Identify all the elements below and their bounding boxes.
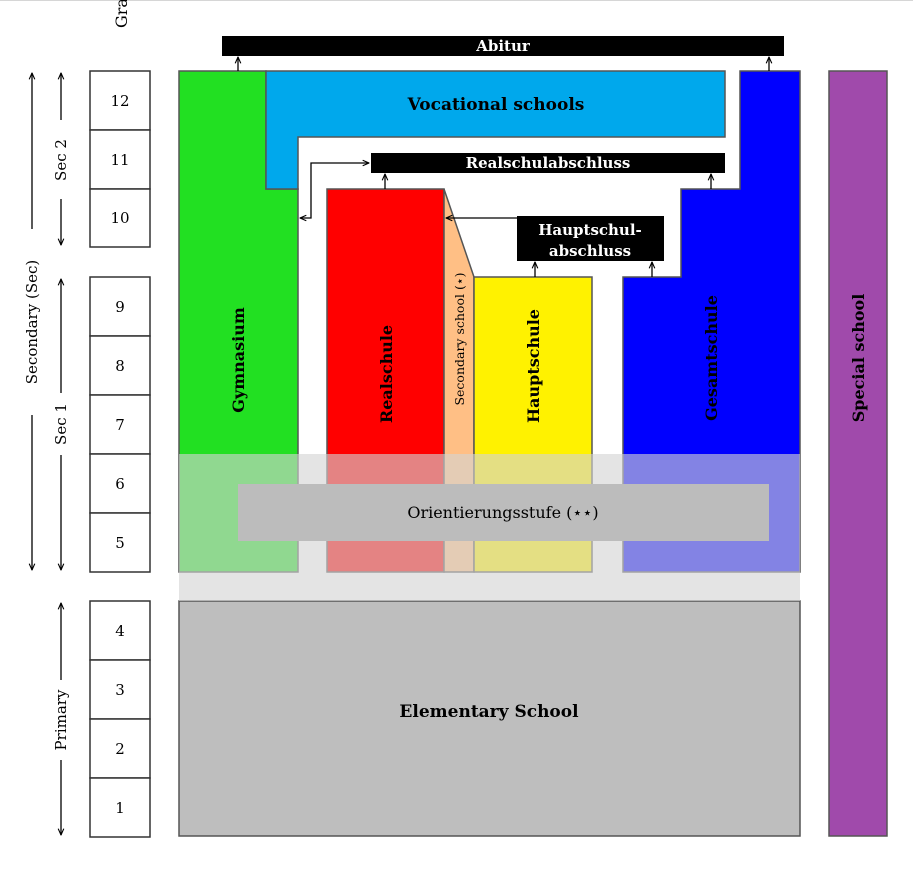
hauptschulabschluss-label-line2: abschluss — [549, 242, 631, 260]
gesamtschule-block — [622, 70, 801, 573]
grade-4: 4 — [115, 622, 125, 640]
sec2-level-label: Sec 2 — [52, 139, 70, 181]
grade-12: 12 — [110, 92, 129, 110]
abitur-bar — [222, 36, 784, 56]
grade-3: 3 — [115, 681, 125, 699]
hauptschule-label: Hauptschule — [524, 309, 543, 423]
grade-7: 7 — [115, 416, 125, 434]
orientierungsstufe-label: Orientierungsstufe (⋆⋆) — [407, 503, 598, 522]
grade-8: 8 — [115, 357, 125, 375]
grade-header: Grade — [112, 0, 131, 28]
orientierungsstufe-label-box — [238, 484, 769, 541]
elementary-school-block — [178, 600, 801, 837]
hauptschulabschluss-label-line1: Hauptschul- — [538, 221, 642, 239]
grade-9: 9 — [115, 298, 125, 316]
grade-1: 1 — [115, 799, 125, 817]
secondary-level-label: Secondary (Sec) — [23, 260, 41, 384]
grade-10: 10 — [110, 209, 129, 227]
primary-level-label: Primary — [52, 689, 70, 750]
sec1-level-label: Sec 1 — [52, 403, 70, 445]
grade-6: 6 — [115, 475, 125, 493]
grade-11: 11 — [110, 151, 129, 169]
grade-column — [89, 70, 151, 838]
realschule-label: Realschule — [377, 325, 396, 423]
realschulabschluss-label: Realschulabschluss — [466, 154, 631, 172]
gesamtschule-label: Gesamtschule — [702, 295, 721, 421]
top-divider — [0, 0, 913, 1]
vocational-schools-label: Vocational schools — [407, 95, 585, 115]
special-school-block — [828, 70, 888, 837]
realschulabschluss-gymnasium-transfer-arrow — [300, 163, 369, 218]
gymnasium-label: Gymnasium — [229, 307, 248, 413]
secondary-school-label: Secondary school (⋆) — [452, 272, 467, 405]
special-school-label: Special school — [849, 294, 868, 423]
vocational-schools-block — [265, 70, 726, 190]
elementary-school-label: Elementary School — [399, 702, 579, 722]
hauptschulabschluss-bar — [517, 216, 664, 261]
abitur-label: Abitur — [475, 37, 531, 55]
realschulabschluss-bar — [371, 153, 725, 173]
grade-2: 2 — [115, 740, 125, 758]
grade-5: 5 — [115, 534, 125, 552]
